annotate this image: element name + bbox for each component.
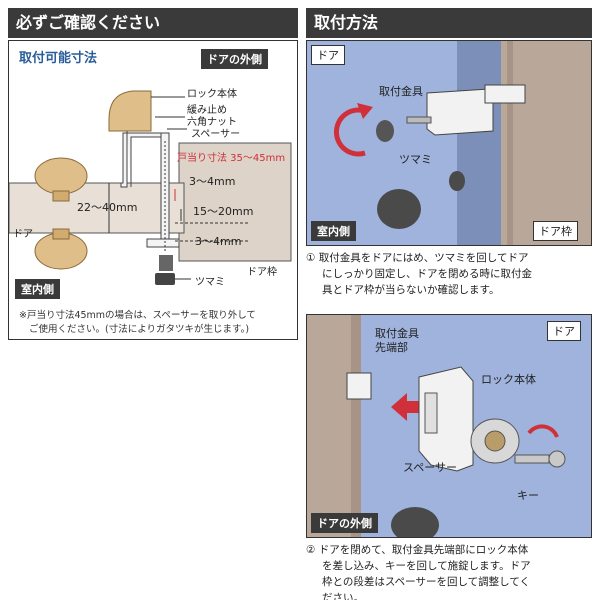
indoor-tag: 室内側: [311, 221, 356, 241]
key-label: キー: [517, 489, 539, 502]
dimension-diagram: [9, 90, 292, 285]
note-line-1: ※戸当り寸法45mmの場合は、スペーサーを取り外して: [19, 310, 256, 321]
step2-line-2: を差し込み、キーを回して施錠します。ドア: [322, 560, 531, 572]
lock-body-label-step2: ロック本体: [481, 373, 536, 386]
gap-bottom-dimension: 3～4mm: [195, 235, 242, 248]
note-line-2: ご使用ください。(寸法によりガタツキが生じます。): [29, 324, 250, 335]
bracket-tip-label-2: 先端部: [375, 341, 408, 354]
bracket-label: 取付金具: [379, 85, 423, 98]
frame-tag: ドア枠: [533, 221, 578, 241]
install-step1-panel: ドア 取付金具 ツマミ 室内側 ドア枠: [306, 40, 592, 246]
door-label: ドア: [13, 229, 33, 240]
stop-dimension: 戸当り寸法 35～45mm: [177, 153, 286, 164]
step2-illustration: [307, 315, 591, 537]
door-frame-label: ドア枠: [247, 267, 277, 278]
section-header-install: 取付方法: [306, 8, 592, 38]
step1-line-1: 取付金具をドアにはめ、ツマミを回してドア: [318, 252, 529, 264]
dimensions-subtitle: 取付可能寸法: [19, 51, 98, 66]
section-header-check: 必ずご確認ください: [8, 8, 298, 38]
door-thickness-dimension: 22～40mm: [77, 201, 138, 214]
spacer-label-step2: スペーサー: [403, 461, 458, 474]
gap-top-dimension: 3～4mm: [189, 175, 236, 188]
reach-dimension: 15～20mm: [193, 205, 254, 218]
dimension-note: ※戸当り寸法45mmの場合は、スペーサーを取り外して ご使用ください。(寸法によ…: [19, 309, 291, 337]
door-outside-tag: ドアの外側: [201, 49, 268, 69]
step1-line-2: にしっかり固定し、ドアを閉める時に取付金: [322, 268, 532, 280]
step2-line-3: 枠との段差はスペーサーを回して調整してく: [322, 576, 531, 588]
door-outside-tag-step2: ドアの外側: [311, 513, 378, 533]
knob-label: ツマミ: [195, 277, 225, 288]
knob-label: ツマミ: [399, 153, 432, 166]
step1-line-3: 具とドア枠が当らないか確認します。: [322, 284, 500, 296]
step2-line-1: ドアを閉めて、取付金具先端部にロック本体: [318, 544, 529, 556]
indoor-tag: 室内側: [15, 279, 60, 299]
step1-illustration: [307, 41, 591, 245]
step2-line-4: ださい。: [322, 592, 364, 600]
lock-nut-label-1: 緩み止め: [187, 105, 227, 116]
step2-number: ②: [306, 544, 316, 556]
bracket-tip-label-1: 取付金具: [375, 327, 419, 340]
lock-body-label: ロック本体: [187, 89, 237, 100]
lock-nut-label-2: 六角ナット: [187, 117, 237, 128]
step1-text: ① 取付金具をドアにはめ、ツマミを回してドア にしっかり固定し、ドアを閉める時に…: [306, 250, 594, 298]
door-tag-step2: ドア: [547, 321, 581, 341]
step2-text: ② ドアを閉めて、取付金具先端部にロック本体 を差し込み、キーを回して施錠します…: [306, 542, 594, 600]
install-step2-panel: ドア 取付金具 先端部 ロック本体 スペーサー キー ドアの外側: [306, 314, 592, 538]
step1-number: ①: [306, 252, 316, 264]
door-tag: ドア: [311, 45, 345, 65]
dimension-diagram-panel: 取付可能寸法 ドアの外側 ロック本体 緩み止め 六角ナット スペーサー 戸当り寸…: [8, 40, 298, 340]
spacer-label: スペーサー: [191, 129, 241, 140]
